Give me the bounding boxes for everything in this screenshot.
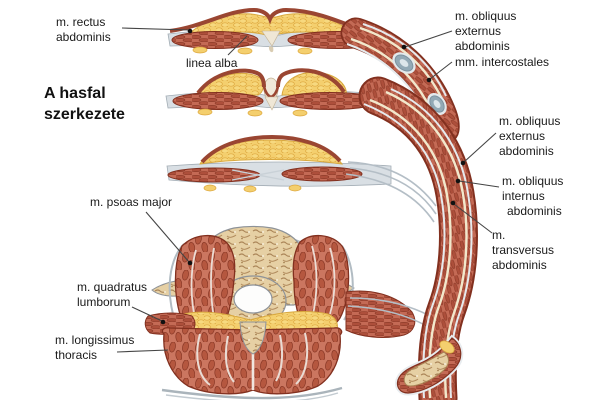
figure-title-line2: szerkezete xyxy=(44,106,125,123)
figure-title-line1: A hasfal xyxy=(44,85,106,102)
aponeurosis-sweep xyxy=(345,161,437,223)
label-linea-alba: linea alba xyxy=(186,56,238,70)
cross-section-umbilicus xyxy=(165,68,395,117)
rib-tip xyxy=(395,334,464,396)
longissimus-muscle xyxy=(161,327,343,395)
label-obliquus-externus-mid: m. obliquus externus abdominis xyxy=(499,114,561,158)
label-obliquus-internus: m. obliquus internus abdominis xyxy=(502,174,564,218)
label-intercostales: mm. intercostales xyxy=(455,55,550,69)
transversus-wedge xyxy=(345,290,416,338)
figure-title: A hasfal szerkezete xyxy=(44,83,125,125)
leader-lines xyxy=(116,27,500,353)
cross-section-lower xyxy=(166,134,437,223)
label-psoas-major: m. psoas major xyxy=(90,195,173,209)
rib-cross-section-1 xyxy=(392,52,416,74)
label-longissimus-thoracis: m. longissimus thoracis xyxy=(55,333,135,362)
label-rectus-abdominis: m. rectus abdominis xyxy=(56,15,111,44)
lateral-muscle-band xyxy=(358,76,478,400)
label-quadratus-lumborum: m. quadratus lumborum xyxy=(77,280,148,309)
label-obliquus-externus-top: m. obliquus externus abdominis xyxy=(455,9,517,53)
leader-dots xyxy=(160,28,466,325)
label-transversus-abdominis: m. transversus abdominis xyxy=(492,228,555,272)
vertebral-foramen xyxy=(233,284,273,314)
posterior-wall-section xyxy=(144,225,435,400)
spinous-process xyxy=(239,321,267,355)
